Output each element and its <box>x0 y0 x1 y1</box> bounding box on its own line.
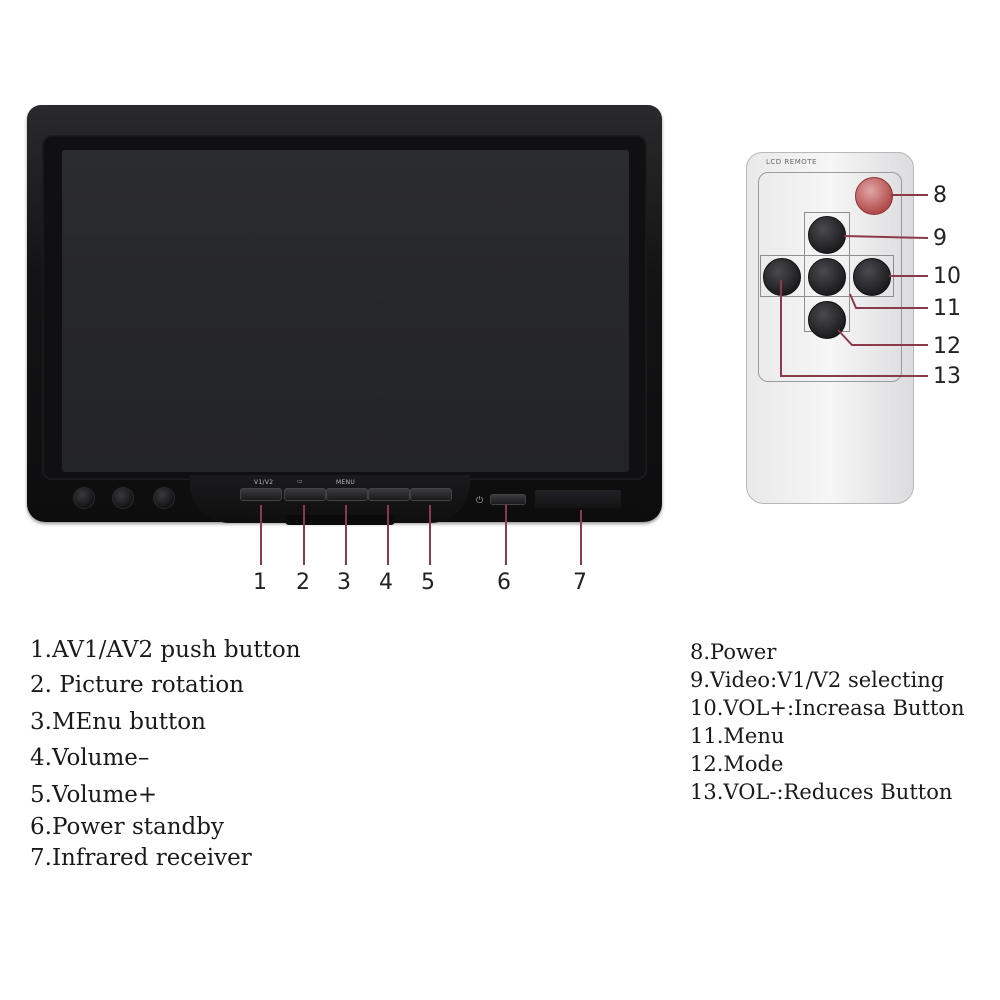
leader-line-2 <box>303 505 305 565</box>
menu-button[interactable] <box>326 488 368 501</box>
legend-item-12: 12.Mode <box>690 752 784 776</box>
av-button-label: V1/V2 <box>254 479 274 486</box>
infrared-receiver-window <box>535 490 621 508</box>
speaker-grille-left <box>73 487 95 509</box>
remote-power-button[interactable] <box>855 177 893 215</box>
callout-1: 1 <box>253 570 267 595</box>
power-standby-button[interactable] <box>490 494 526 505</box>
power-icon: ⏻ <box>476 496 484 506</box>
legend-item-9: 9.Video:V1/V2 selecting <box>690 668 945 692</box>
remote-menu-button[interactable] <box>808 258 846 296</box>
callout-8: 8 <box>933 183 947 208</box>
rotate-button-label: ▭ <box>297 478 303 485</box>
legend-item-3: 3.MEnu button <box>30 709 206 735</box>
callout-4: 4 <box>379 570 393 595</box>
leader-line-11 <box>849 293 928 309</box>
volume-up-button[interactable] <box>410 488 452 501</box>
menu-button-label: MENU <box>336 479 356 486</box>
speaker-grille-center <box>112 487 134 509</box>
av-switch-button[interactable] <box>240 488 282 501</box>
callout-5: 5 <box>421 570 435 595</box>
legend-item-5: 5.Volume+ <box>30 782 158 808</box>
callout-12: 12 <box>933 334 961 359</box>
leader-line-4 <box>387 505 389 565</box>
monitor-stand-foot <box>285 515 395 525</box>
legend-item-8: 8.Power <box>690 640 777 664</box>
legend-item-7: 7.Infrared receiver <box>30 845 252 871</box>
monitor-screen <box>62 150 629 472</box>
leader-line-1 <box>260 505 262 565</box>
picture-rotation-button[interactable] <box>284 488 326 501</box>
legend-item-13: 13.VOL-:Reduces Button <box>690 780 953 804</box>
leader-line-5 <box>429 505 431 565</box>
remote-title: LCD REMOTE <box>766 158 817 166</box>
callout-7: 7 <box>573 570 587 595</box>
legend-item-2: 2. Picture rotation <box>30 672 244 698</box>
callout-3: 3 <box>337 570 351 595</box>
callout-9: 9 <box>933 226 947 251</box>
callout-11: 11 <box>933 296 961 321</box>
legend-item-1: 1.AV1/AV2 push button <box>30 637 301 663</box>
legend-item-11: 11.Menu <box>690 724 785 748</box>
callout-6: 6 <box>497 570 511 595</box>
legend-item-6: 6.Power standby <box>30 814 224 840</box>
leader-line-6 <box>505 505 507 565</box>
speaker-grille-right <box>153 487 175 509</box>
remote-vol-up-button[interactable] <box>853 258 891 296</box>
leader-line-13 <box>780 280 928 377</box>
callout-2: 2 <box>296 570 310 595</box>
leader-line-12 <box>837 329 928 346</box>
leader-line-9 <box>843 235 929 239</box>
remote-video-button[interactable] <box>808 216 846 254</box>
callout-10: 10 <box>933 264 961 289</box>
legend-item-10: 10.VOL+:Increasa Button <box>690 696 965 720</box>
leader-line-3 <box>345 505 347 565</box>
legend-item-4: 4.Volume– <box>30 745 150 771</box>
volume-down-button[interactable] <box>368 488 410 501</box>
leader-line-7 <box>580 510 582 565</box>
callout-13: 13 <box>933 364 961 389</box>
